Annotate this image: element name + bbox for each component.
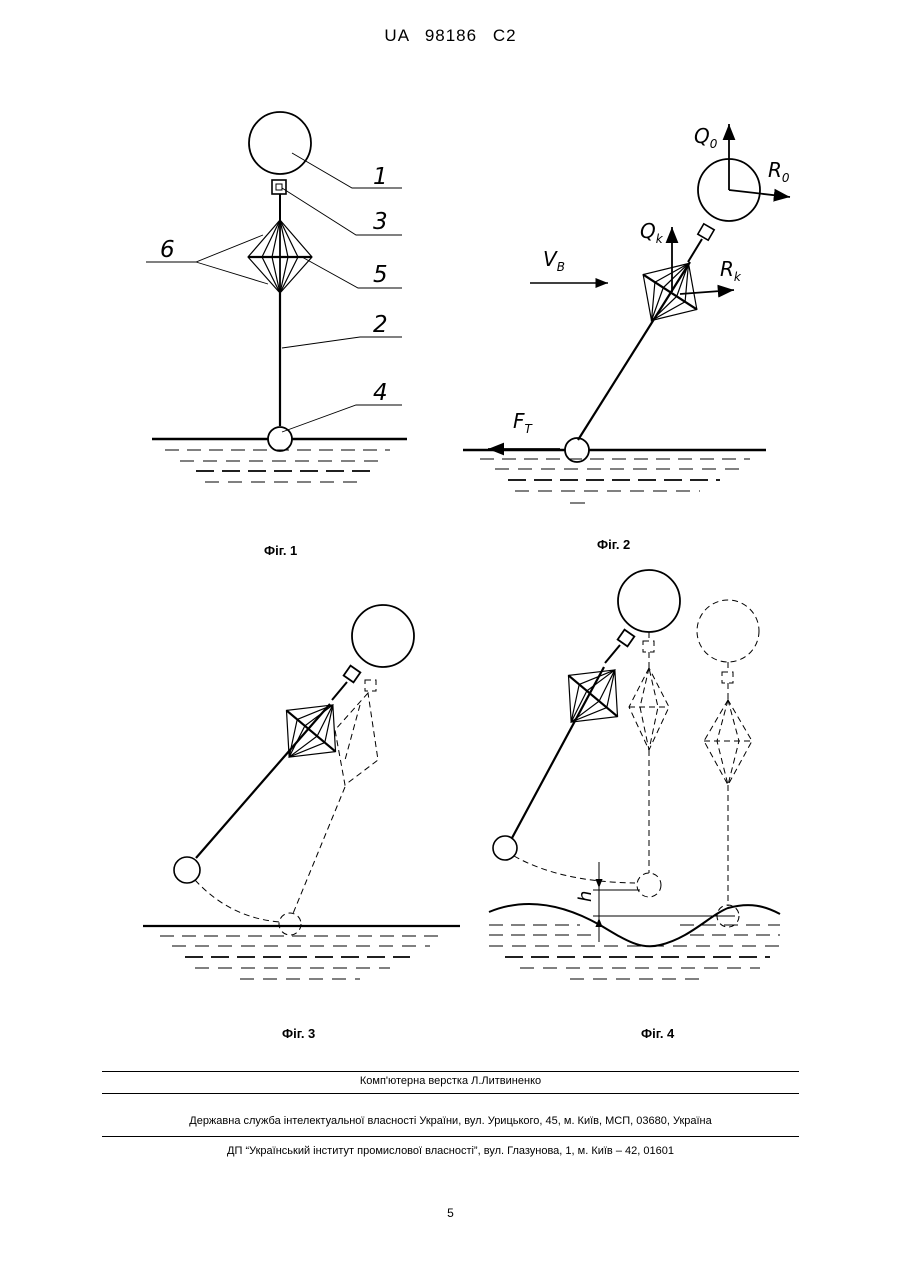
force-vectors: [488, 124, 790, 449]
sail-frame: [248, 220, 312, 293]
figure-1-drawing: [146, 112, 407, 482]
callout-leaders: [146, 153, 402, 432]
label-rk: Rk: [720, 257, 742, 284]
float-balloon: [618, 570, 680, 632]
figure-3-drawing: [143, 605, 460, 979]
anchor-ball: [174, 857, 200, 883]
anchor-ball: [565, 438, 589, 462]
footer-rule-2: [102, 1093, 799, 1094]
callout-5: 5: [373, 262, 388, 288]
agency-address: Державна служба інтелектуальної власност…: [0, 1115, 901, 1127]
figure-2-drawing: [463, 124, 790, 503]
figure-3-caption: Фіг. 3: [282, 1026, 315, 1041]
callout-3: 3: [373, 209, 388, 235]
footer-rule-3: [102, 1136, 799, 1137]
callout-1: 1: [373, 164, 388, 190]
tether-line: [196, 704, 330, 858]
tether-line: [512, 667, 604, 838]
callout-6: 6: [160, 237, 175, 263]
label-ft: FT: [513, 409, 534, 436]
anchor-ball: [493, 836, 517, 860]
figure-1-caption: Фіг. 1: [264, 543, 297, 558]
institute-address: ДП “Український інститут промислової вла…: [0, 1145, 901, 1157]
water-hatching: [489, 925, 780, 979]
water-hatching: [160, 936, 440, 979]
label-h: h: [575, 891, 596, 902]
figure-4-drawing: [489, 570, 780, 979]
float-balloon: [249, 112, 311, 174]
label-qk: Qk: [640, 219, 664, 246]
callout-4: 4: [373, 380, 388, 406]
footer-rule-1: [102, 1071, 799, 1072]
anchor-ball: [268, 427, 292, 451]
label-vb: VB: [543, 247, 565, 274]
callout-2: 2: [373, 312, 388, 338]
tether-line: [578, 262, 690, 440]
swivel-joint: [272, 180, 286, 194]
float-balloon: [352, 605, 414, 667]
water-hatching: [165, 450, 390, 482]
label-r0: R0: [768, 158, 790, 185]
sail-frame: [547, 649, 640, 742]
figure-4-caption: Фіг. 4: [641, 1026, 674, 1041]
alternate-position-1: [514, 632, 669, 897]
height-marker: [593, 862, 640, 942]
label-q0: Q0: [694, 124, 718, 151]
layout-credit: Комп'ютерна верстка Л.Литвиненко: [0, 1075, 901, 1087]
page-number: 5: [0, 1206, 901, 1220]
figure-2-caption: Фіг. 2: [597, 537, 630, 552]
alternate-position-2: [697, 600, 759, 927]
water-hatching: [480, 459, 750, 503]
swivel-joint: [698, 224, 714, 240]
